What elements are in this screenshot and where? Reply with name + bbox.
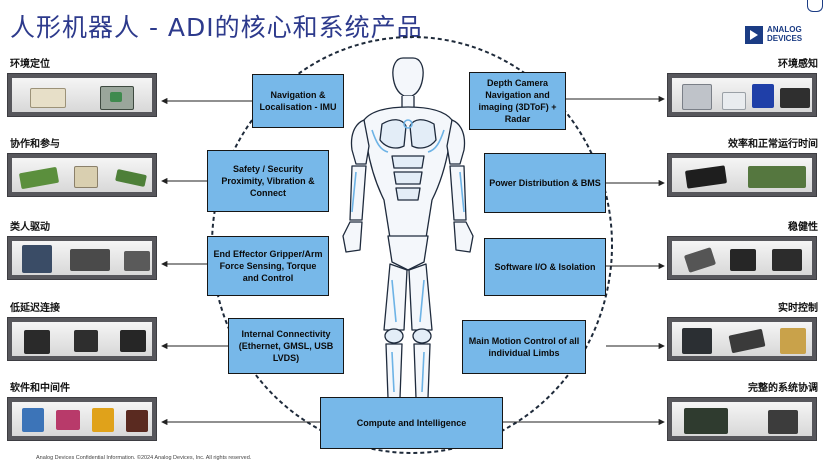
logo-text: ANALOG DEVICES	[767, 25, 811, 43]
left-product-panel-3	[7, 236, 157, 280]
box-software-io: Software I/O & Isolation	[484, 238, 606, 296]
left-product-panel-4	[7, 317, 157, 361]
bms-board-icon	[748, 166, 806, 188]
box-power-distribution: Power Distribution & BMS	[484, 153, 606, 213]
arm-icon	[780, 328, 806, 354]
chip-icon	[730, 249, 756, 271]
software-tile-icon	[126, 410, 148, 432]
module-icon	[30, 88, 66, 108]
page-title: 人形机器人 - ADI的核心和系统产品	[10, 13, 423, 42]
left-category-label-1: 环境定位	[10, 59, 50, 70]
box-end-effector: End Effector Gripper/Arm Force Sensing, …	[207, 236, 329, 296]
right-category-label-1: 环境感知	[778, 59, 818, 70]
left-product-panel-1	[7, 73, 157, 117]
box-compute-intelligence: Compute and Intelligence	[320, 397, 503, 449]
chip-icon	[120, 330, 146, 352]
power-module-icon	[684, 165, 728, 189]
software-tile-icon	[22, 408, 44, 432]
logo-triangle-icon	[745, 26, 763, 44]
right-product-panel-4	[667, 317, 817, 361]
box-depth-camera: Depth Camera Navigation and imaging (3DT…	[469, 72, 566, 130]
corner-icon	[807, 0, 823, 12]
software-tile-icon	[56, 410, 80, 430]
sensor-icon	[752, 84, 774, 108]
right-category-label-3: 稳健性	[788, 222, 818, 233]
left-category-label-5: 软件和中间件	[10, 383, 70, 394]
radar-icon	[780, 88, 810, 108]
compute-module-icon	[768, 410, 798, 434]
left-product-panel-2	[7, 153, 157, 197]
right-product-panel-1	[667, 73, 817, 117]
module-icon	[74, 166, 98, 188]
box-main-motion-control: Main Motion Control of all individual Li…	[462, 320, 586, 374]
right-product-panel-2	[667, 153, 817, 197]
camera-icon	[682, 84, 712, 110]
chip-icon	[110, 92, 122, 102]
chip-icon	[683, 247, 717, 273]
board-icon	[18, 166, 60, 190]
gripper-icon	[22, 245, 52, 273]
right-product-panel-5	[667, 397, 817, 441]
controller-icon	[728, 328, 766, 354]
motor-icon	[682, 328, 712, 354]
sensor-icon	[722, 92, 746, 110]
footer-notice: Analog Devices Confidential Information.…	[36, 455, 252, 461]
logo-line-2: DEVICES	[767, 34, 803, 43]
box-internal-connectivity: Internal Connectivity (Ethernet, GMSL, U…	[228, 318, 344, 374]
chip-icon	[772, 249, 802, 271]
logo-line-1: ANALOG	[767, 25, 802, 34]
right-category-label-4: 实时控制	[778, 303, 818, 314]
gripper-icon	[124, 251, 150, 271]
right-category-label-5: 完整的系统协调	[748, 383, 818, 394]
right-product-panel-3	[667, 236, 817, 280]
box-safety-security: Safety / Security Proximity, Vibration &…	[207, 150, 329, 212]
left-category-label-2: 协作和参与	[10, 139, 60, 150]
chip-icon	[74, 330, 98, 352]
company-logo: ANALOG DEVICES	[745, 24, 807, 46]
gripper-icon	[70, 249, 110, 271]
compute-board-icon	[684, 408, 728, 434]
box-navigation-localisation: Navigation & Localisation - IMU	[252, 74, 344, 128]
robot-accent-lines	[351, 119, 465, 393]
left-category-label-4: 低延迟连接	[10, 303, 60, 314]
software-tile-icon	[92, 408, 114, 432]
right-category-label-2: 效率和正常运行时间	[728, 139, 818, 150]
chip-icon	[24, 330, 50, 354]
board-icon	[115, 169, 147, 187]
left-product-panel-5	[7, 397, 157, 441]
left-category-label-3: 类人驱动	[10, 222, 50, 233]
humanoid-robot-illustration	[342, 57, 474, 411]
